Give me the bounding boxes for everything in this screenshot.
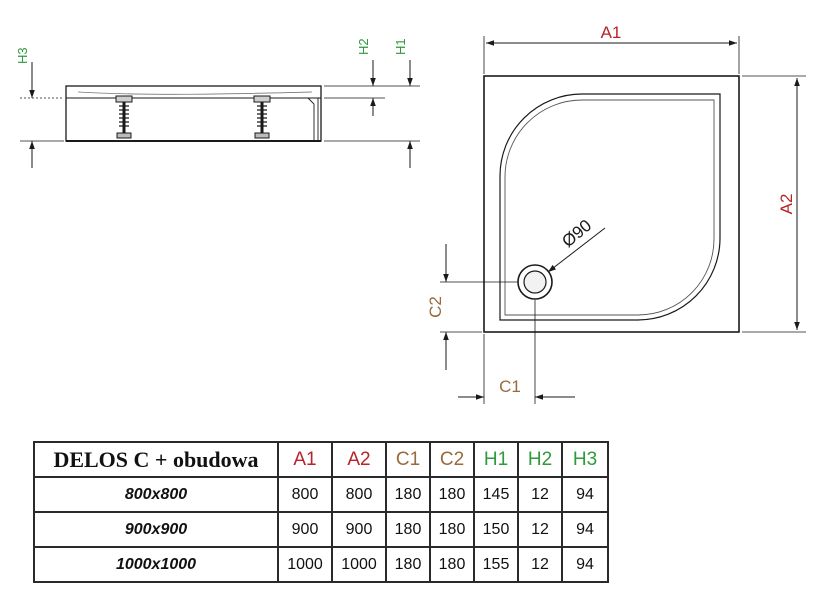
cell-h1: 150: [473, 511, 519, 548]
cell-h2: 12: [517, 511, 563, 548]
cell-a1: 1000: [277, 546, 333, 583]
cell-c1: 180: [385, 546, 431, 583]
header-c1: C1: [385, 441, 431, 478]
table-row: 800x800 800 800 180 180 145 12 94: [33, 476, 609, 513]
cell-a2: 1000: [331, 546, 387, 583]
header-h1: H1: [473, 441, 519, 478]
c2-label: C2: [426, 296, 445, 318]
specification-table: DELOS C + obudowa A1 A2 C1 C2 H1 H2 H3 8…: [33, 441, 609, 583]
cell-a2: 800: [331, 476, 387, 513]
header-h3: H3: [561, 441, 609, 478]
cell-c1: 180: [385, 476, 431, 513]
cell-h2: 12: [517, 476, 563, 513]
header-a1: A1: [277, 441, 333, 478]
cell-a1: 800: [277, 476, 333, 513]
cell-c1: 180: [385, 511, 431, 548]
tray-side-body: [65, 85, 322, 142]
header-a2: A2: [331, 441, 387, 478]
cell-c2: 180: [429, 546, 475, 583]
technical-drawing: H3 H2 H1 A1 A2 C2: [15, 23, 806, 404]
cell-h3: 94: [561, 476, 609, 513]
h1-label: H1: [393, 38, 408, 55]
header-h2: H2: [517, 441, 563, 478]
header-c2: C2: [429, 441, 475, 478]
row-size-label: 800x800: [33, 476, 279, 513]
adjustable-leg-right: [253, 95, 271, 139]
h3-label: H3: [15, 47, 30, 64]
table-row: 1000x1000 1000 1000 180 180 155 12 94: [33, 546, 609, 583]
cell-a2: 900: [331, 511, 387, 548]
cell-h3: 94: [561, 546, 609, 583]
cell-h3: 94: [561, 511, 609, 548]
drain-inner: [523, 270, 547, 294]
row-size-label: 1000x1000: [33, 546, 279, 583]
table-title: DELOS C + obudowa: [33, 441, 279, 478]
a2-label: A2: [777, 194, 796, 215]
cell-h2: 12: [517, 546, 563, 583]
tray-basin: [499, 93, 721, 321]
cell-h1: 155: [473, 546, 519, 583]
a1-label: A1: [601, 23, 622, 42]
top-view: [440, 36, 806, 404]
row-size-label: 900x900: [33, 511, 279, 548]
cell-c2: 180: [429, 476, 475, 513]
h2-label: H2: [356, 38, 371, 55]
cell-a1: 900: [277, 511, 333, 548]
cell-h1: 145: [473, 476, 519, 513]
side-view: [20, 60, 420, 168]
table-row: 900x900 900 900 180 180 150 12 94: [33, 511, 609, 548]
drain-diameter-label: Ø90: [558, 216, 595, 251]
adjustable-leg-left: [115, 95, 133, 139]
c1-label: C1: [499, 377, 521, 396]
tray-outline: [483, 75, 740, 333]
table-header-row: DELOS C + obudowa A1 A2 C1 C2 H1 H2 H3: [33, 441, 609, 478]
cell-c2: 180: [429, 511, 475, 548]
